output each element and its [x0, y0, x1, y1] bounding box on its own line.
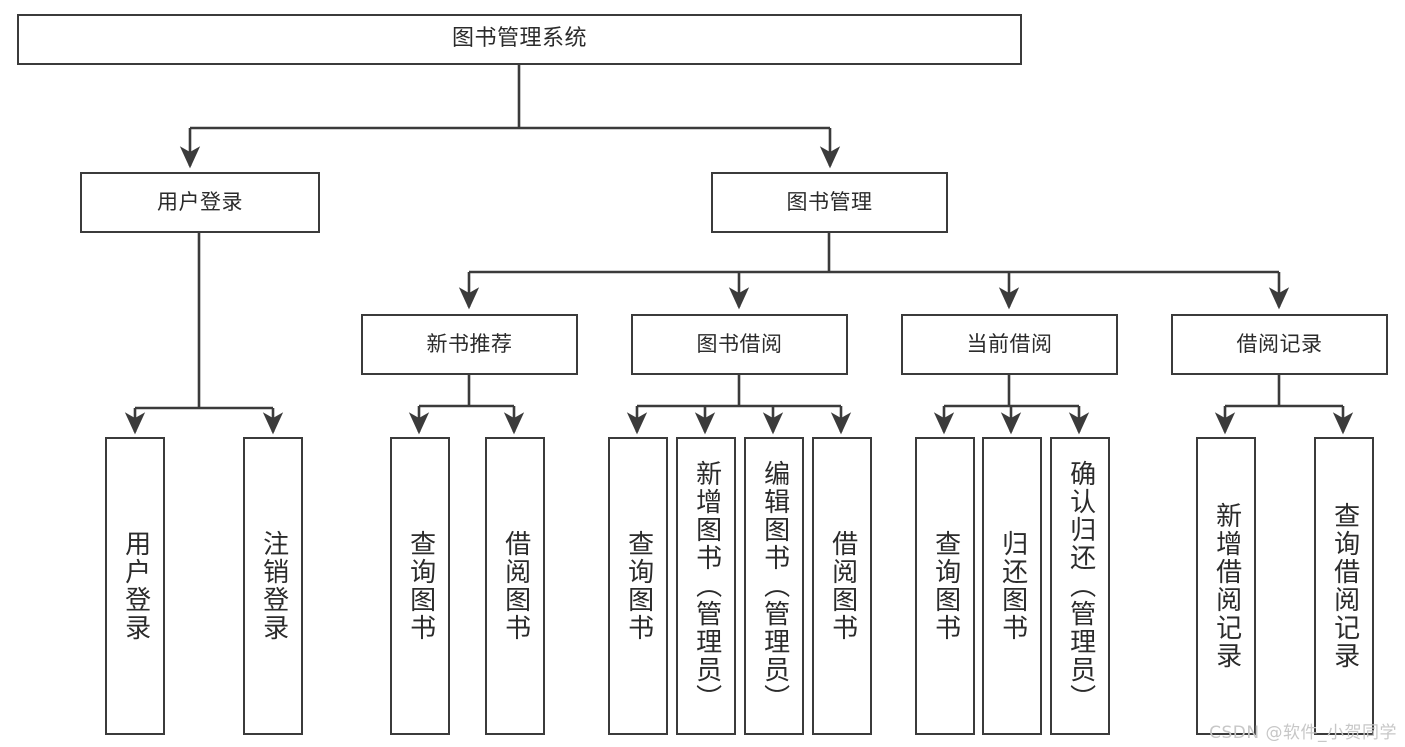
- node-new-book-recommend[interactable]: 新书推荐: [361, 314, 578, 375]
- leaf-current-return-book[interactable]: 归还图书: [982, 437, 1042, 735]
- node-label: 确认归还（管理员）: [1065, 460, 1096, 712]
- node-label: 新增图书（管理员）: [691, 460, 722, 712]
- node-label: 用户登录: [120, 530, 151, 642]
- leaf-current-query-book[interactable]: 查询图书: [915, 437, 975, 735]
- leaf-record-query[interactable]: 查询借阅记录: [1314, 437, 1374, 735]
- node-label: 借阅图书: [827, 530, 858, 642]
- node-label: 查询图书: [405, 530, 436, 642]
- csdn-watermark: CSDN @软件_小贺同学: [1209, 723, 1397, 743]
- node-label: 查询借阅记录: [1329, 502, 1360, 670]
- node-label: 查询图书: [930, 530, 961, 642]
- leaf-new-book-query[interactable]: 查询图书: [390, 437, 450, 735]
- node-label: 借阅图书: [500, 530, 531, 642]
- leaf-user-login-signout[interactable]: 注销登录: [243, 437, 303, 735]
- node-borrow-record[interactable]: 借阅记录: [1171, 314, 1388, 375]
- node-current-borrow[interactable]: 当前借阅: [901, 314, 1118, 375]
- node-label: 注销登录: [258, 530, 289, 642]
- node-book-borrow[interactable]: 图书借阅: [631, 314, 848, 375]
- node-label: 图书管理系统: [451, 26, 587, 52]
- node-label: 归还图书: [997, 530, 1028, 642]
- leaf-record-add[interactable]: 新增借阅记录: [1196, 437, 1256, 735]
- node-label: 新增借阅记录: [1211, 502, 1242, 670]
- leaf-borrow-add-book[interactable]: 新增图书（管理员）: [676, 437, 736, 735]
- node-label: 新书推荐: [426, 332, 513, 357]
- node-user-login[interactable]: 用户登录: [80, 172, 320, 233]
- leaf-current-confirm-return[interactable]: 确认归还（管理员）: [1050, 437, 1110, 735]
- node-label: 查询图书: [623, 530, 654, 642]
- node-label: 图书管理: [786, 190, 873, 215]
- node-label: 用户登录: [157, 190, 243, 215]
- node-label: 当前借阅: [966, 332, 1053, 357]
- node-root-book-management-system[interactable]: 图书管理系统: [17, 14, 1022, 65]
- node-label: 图书借阅: [696, 332, 783, 357]
- leaf-user-login-signin[interactable]: 用户登录: [105, 437, 165, 735]
- node-label: 借阅记录: [1236, 332, 1323, 357]
- leaf-borrow-edit-book[interactable]: 编辑图书（管理员）: [744, 437, 804, 735]
- leaf-borrow-query-book[interactable]: 查询图书: [608, 437, 668, 735]
- node-book-management[interactable]: 图书管理: [711, 172, 948, 233]
- leaf-new-book-borrow[interactable]: 借阅图书: [485, 437, 545, 735]
- node-label: 编辑图书（管理员）: [759, 460, 790, 712]
- leaf-borrow-lend-book[interactable]: 借阅图书: [812, 437, 872, 735]
